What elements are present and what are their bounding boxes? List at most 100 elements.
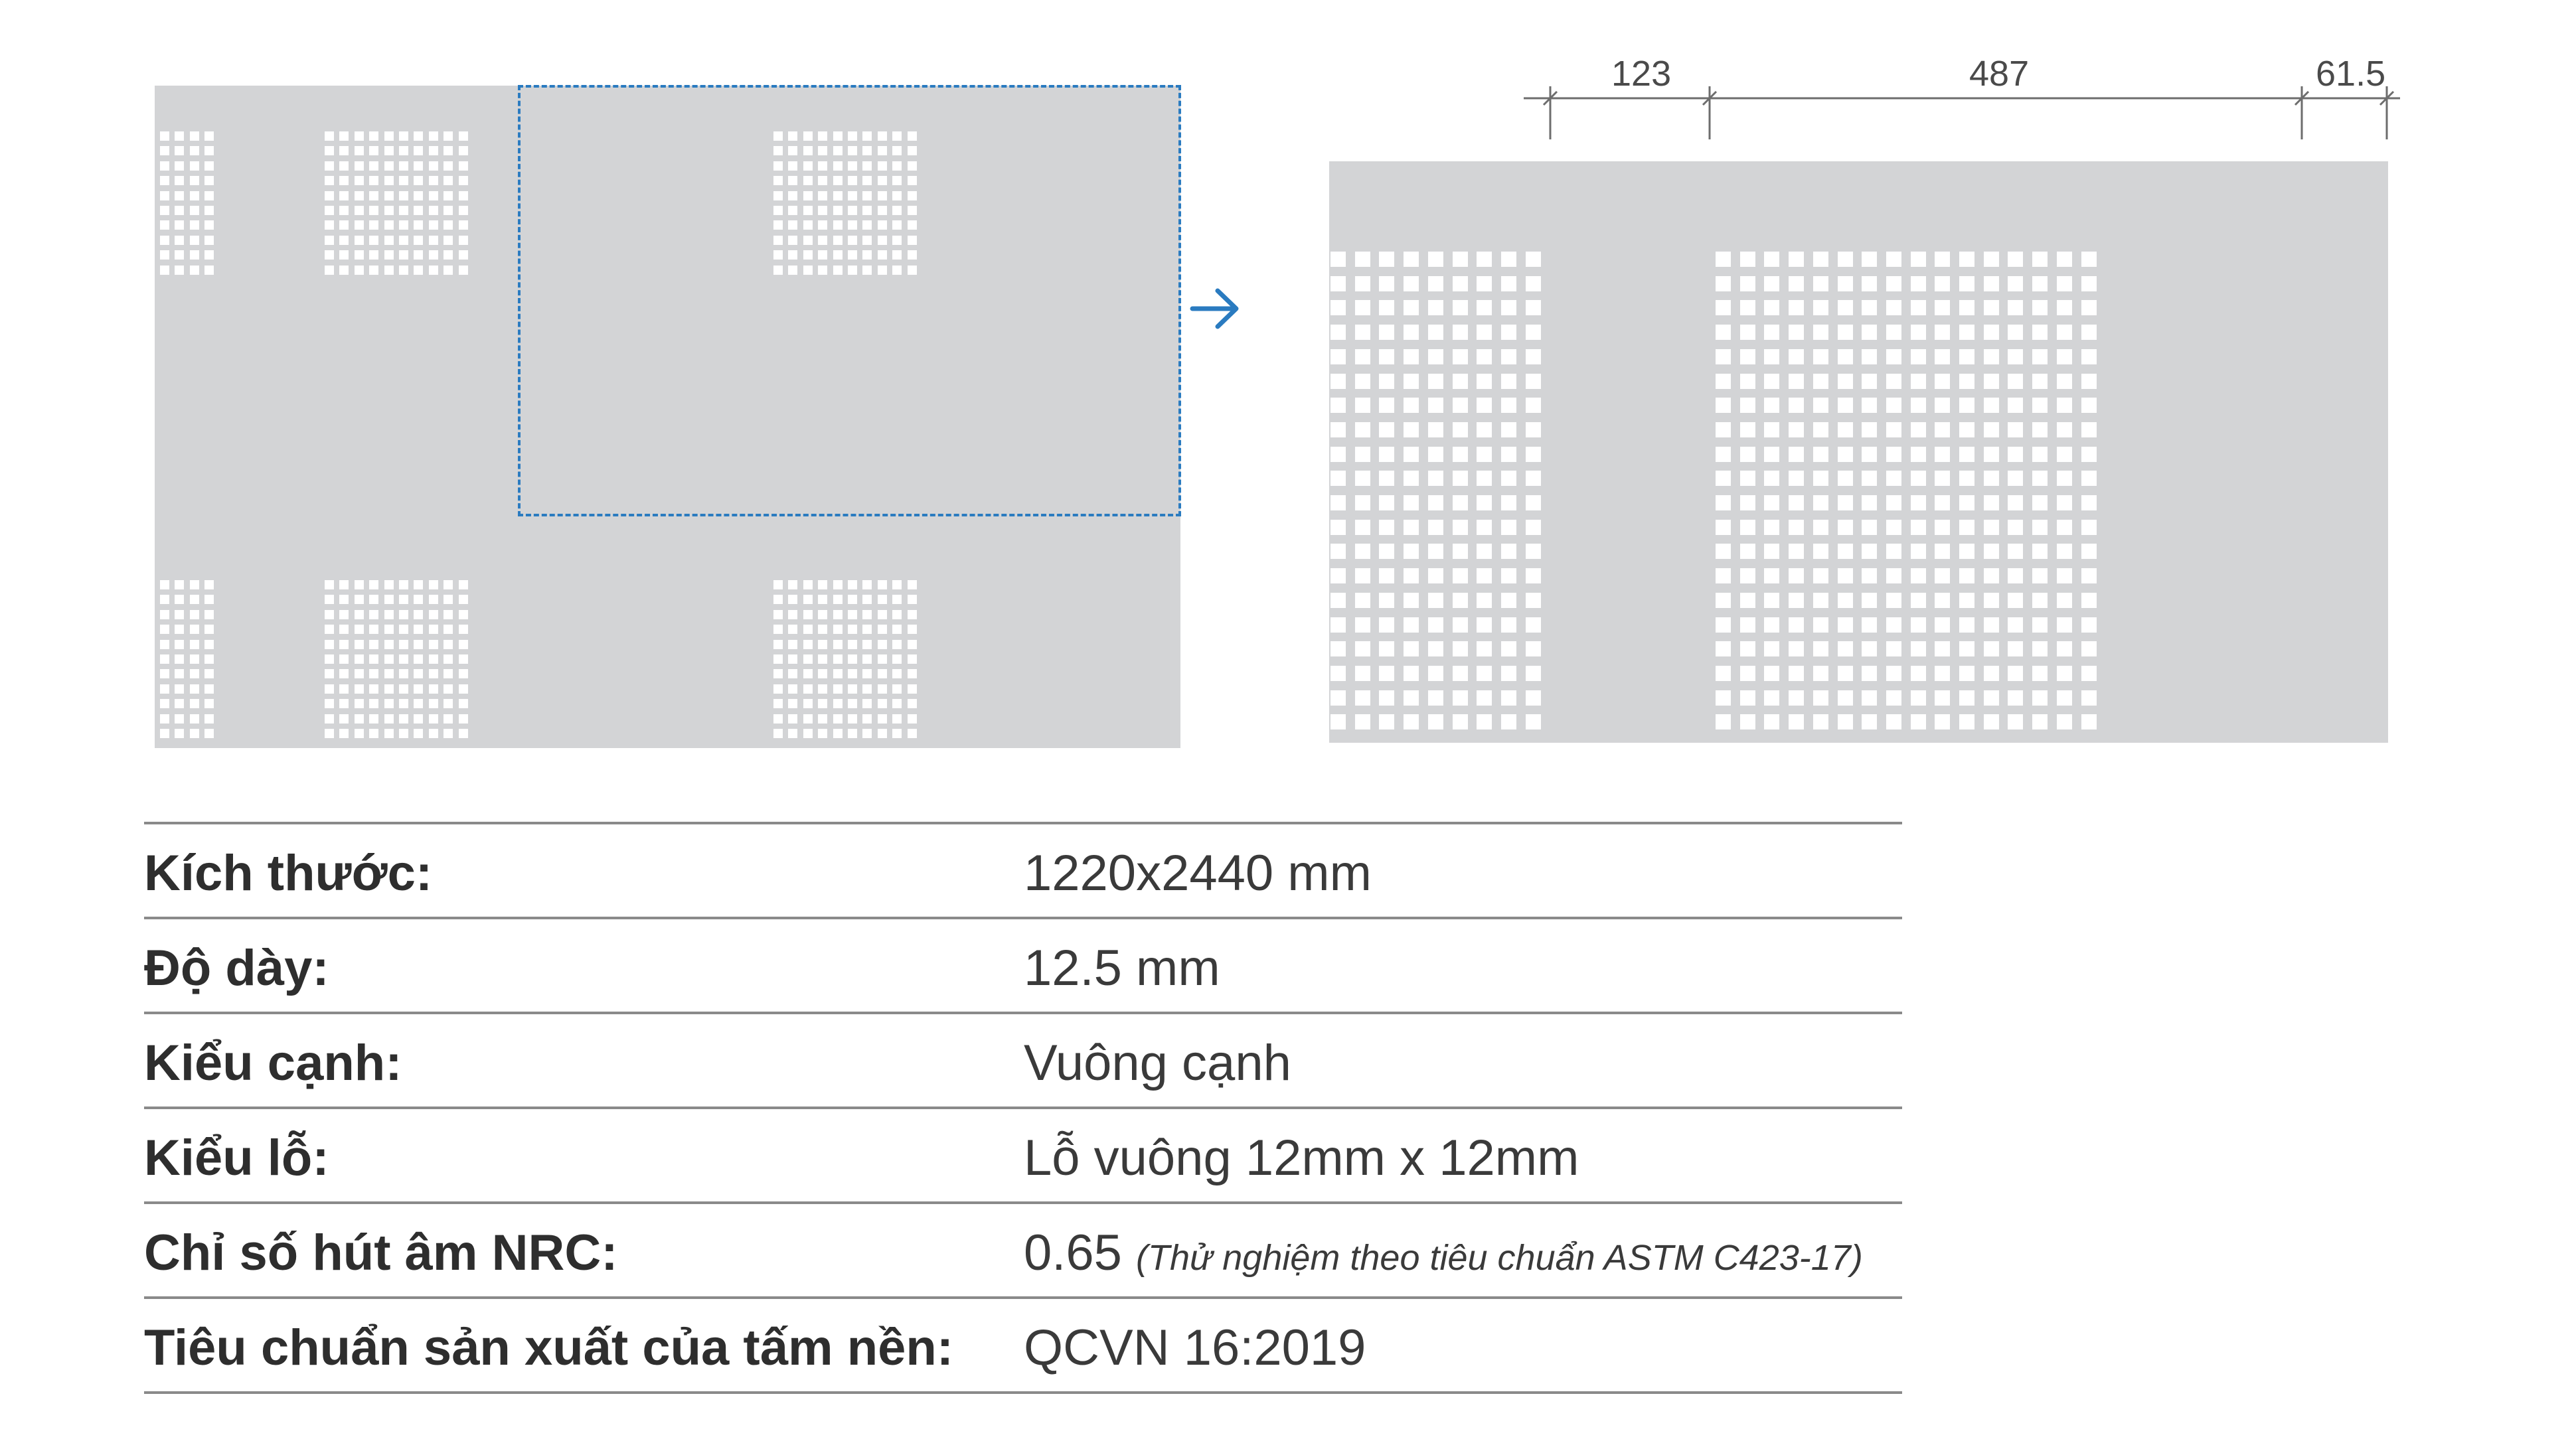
perforation-hole	[803, 639, 813, 649]
perforation-hole	[803, 684, 813, 694]
perforation-hole	[1427, 519, 1443, 535]
perforation-hole	[877, 220, 887, 230]
perforation-hole	[1354, 348, 1370, 364]
perforation-hole	[369, 609, 379, 619]
perforation-hole	[369, 191, 379, 200]
perforation-hole	[160, 625, 169, 635]
perforation-hole	[325, 595, 334, 605]
perforation-hole	[1789, 300, 1805, 316]
perforation-hole	[1427, 495, 1443, 510]
perforation-hole	[1500, 617, 1516, 633]
perforation-hole	[833, 235, 843, 245]
perforation-hole	[773, 206, 783, 215]
perforation-hole	[1379, 252, 1395, 267]
perforation-hole	[369, 580, 379, 589]
perforation-hole	[803, 669, 813, 679]
perforation-hole	[160, 176, 169, 186]
perforation-hole	[1837, 714, 1853, 730]
perforation-hole	[1862, 325, 1878, 341]
perforation-hole	[1764, 544, 1780, 560]
perforation-hole	[1716, 544, 1731, 560]
perforation-hole	[773, 131, 783, 141]
perforation-hole	[428, 714, 438, 724]
perforation-hole	[907, 625, 917, 635]
perforation-hole	[2056, 665, 2072, 681]
perforation-hole	[1477, 519, 1492, 535]
perforation-hole	[325, 206, 334, 215]
perforation-hole	[848, 161, 857, 171]
perforation-hole	[848, 714, 857, 724]
perforation-hole	[862, 580, 872, 589]
perforation-hole	[1716, 421, 1731, 437]
perforation-hole	[458, 161, 468, 171]
perforation-hole	[803, 265, 813, 275]
perforation-hole	[1764, 665, 1780, 681]
perforation-hole	[1959, 641, 1974, 657]
perforation-hole	[414, 265, 424, 275]
perforation-hole	[1910, 592, 1926, 608]
perforation-hole	[2032, 471, 2048, 487]
perforation-hole	[1716, 617, 1731, 633]
perforation-hole	[1886, 690, 1901, 706]
perforation-hole	[428, 250, 438, 260]
perforation-hole	[773, 714, 783, 724]
perforation-hole	[339, 684, 349, 694]
perforation-hole	[803, 131, 813, 141]
perforation-hole	[1330, 471, 1346, 487]
perforation-hole	[1404, 300, 1419, 316]
perforation-hole	[818, 625, 828, 635]
perforation-hole	[204, 654, 214, 664]
perforation-hole	[1959, 275, 1974, 291]
perforation-hole	[818, 131, 828, 141]
perforation-hole	[1837, 275, 1853, 291]
perforation-hole	[384, 580, 394, 589]
perforation-hole	[204, 161, 214, 171]
perforation-hole	[443, 191, 453, 200]
perforation-hole	[1862, 641, 1878, 657]
board-overview	[155, 86, 1180, 748]
perforation-hole	[458, 580, 468, 589]
perforation-hole	[892, 146, 902, 156]
perforation-hole	[189, 684, 199, 694]
perforation-hole	[773, 595, 783, 605]
perforation-hole	[354, 191, 364, 200]
perforation-hole	[877, 176, 887, 186]
perforation-hole	[1910, 714, 1926, 730]
perforation-hole	[1404, 665, 1419, 681]
perforation-hole	[848, 580, 857, 589]
perforation-hole	[773, 609, 783, 619]
perforation-hole	[1959, 592, 1974, 608]
perforation-hole	[204, 699, 214, 709]
perforation-hole	[1862, 348, 1878, 364]
perforation-hole	[1789, 373, 1805, 389]
perforation-hole	[1959, 421, 1974, 437]
perforation-hole	[369, 176, 379, 186]
perforation-hole	[1354, 592, 1370, 608]
perforation-hole	[2008, 252, 2024, 267]
perforation-hole	[862, 161, 872, 171]
perforation-hole	[325, 580, 334, 589]
perforation-hole	[2081, 275, 2097, 291]
perforation-hole	[1764, 690, 1780, 706]
perforation-hole	[1525, 398, 1541, 414]
perforation-hole	[443, 595, 453, 605]
perforation-hole	[1935, 421, 1951, 437]
perforation-hole	[1910, 690, 1926, 706]
perforation-hole	[788, 625, 798, 635]
perforation-hole	[1789, 446, 1805, 462]
perforation-hole	[1427, 617, 1443, 633]
perforation-hole	[399, 714, 408, 724]
perforation-hole	[1739, 519, 1755, 535]
perforation-hole	[1935, 519, 1951, 535]
perforation-hole	[773, 580, 783, 589]
perforation-hole	[175, 250, 185, 260]
perforation-hole	[1812, 446, 1828, 462]
perforation-hole	[384, 609, 394, 619]
perforation-hole	[1500, 471, 1516, 487]
perforation-hole	[384, 684, 394, 694]
perforation-hole	[1886, 665, 1901, 681]
perforation-hole	[788, 699, 798, 709]
perforation-hole	[414, 609, 424, 619]
perforation-hole	[339, 191, 349, 200]
perforation-hole	[1959, 252, 1974, 267]
